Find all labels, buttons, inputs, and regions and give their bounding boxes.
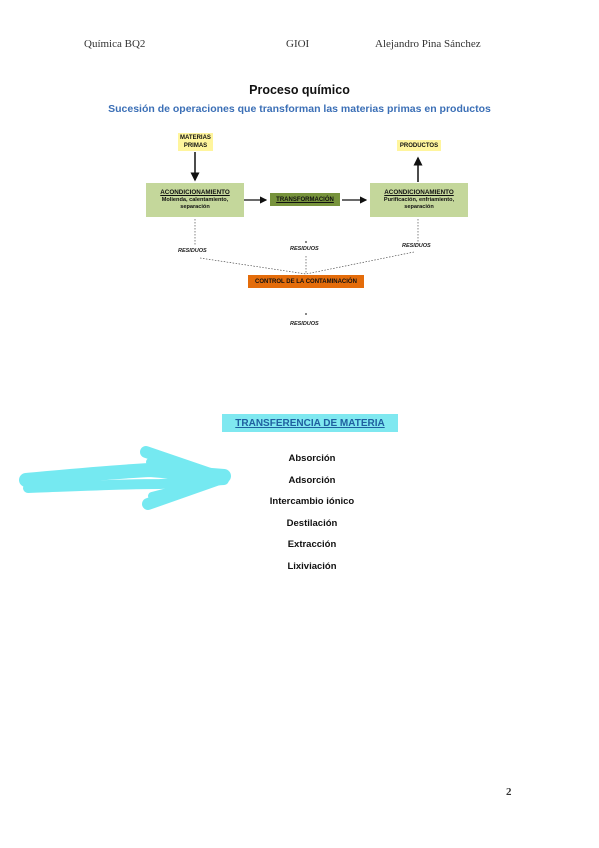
acond-right-title: ACONDICIONAMIENTO [384, 189, 454, 196]
transformacion-label: TRANSFORMACIÓN [276, 196, 334, 203]
acond-left-line1: Molienda, calentamiento, [161, 197, 229, 203]
header-subject: Química BQ2 [84, 38, 146, 50]
box-transformacion: TRANSFORMACIÓN [270, 193, 340, 206]
list-item: Destilación [286, 517, 338, 529]
list-item: Extracción [287, 539, 337, 550]
acond-left-line2: separación [180, 204, 210, 210]
box-control-contaminacion: CONTROL DE LA CONTAMINACIÓN [248, 275, 364, 288]
page-number: 2 [506, 786, 512, 798]
list-item: Absorción [288, 453, 336, 464]
dot-center [305, 241, 307, 243]
box-materias-primas: MATERIAS PRIMAS [178, 133, 213, 151]
box-acondicionamiento-right: ACONDICIONAMIENTO Purificación, enfriami… [370, 183, 468, 217]
box-productos: PRODUCTOS [397, 140, 441, 151]
acond-left-title: ACONDICIONAMIENTO [160, 189, 230, 196]
materias-primas-line2: PRIMAS [183, 143, 208, 149]
dashed-residuos-left-to-control [199, 257, 307, 275]
residuos-bottom: RESIDUOS [290, 321, 319, 327]
header-author: Alejandro Pina Sánchez [375, 38, 481, 50]
dashed-residuos-right-to-control [305, 251, 415, 275]
page-title: Proceso químico [249, 83, 350, 97]
list-item: Adsorción [288, 474, 336, 486]
acond-right-line2: separación [404, 204, 434, 210]
header-group: GIOI [286, 38, 310, 50]
materias-primas-line1: MATERIAS [180, 135, 211, 141]
productos-label: PRODUCTOS [399, 142, 439, 149]
box-acondicionamiento-left: ACONDICIONAMIENTO Molienda, calentamient… [146, 183, 244, 217]
acond-right-line1: Purificación, enfriamiento, [383, 197, 455, 203]
page-subtitle: Sucesión de operaciones que transforman … [108, 103, 491, 115]
transferencia-heading: TRANSFERENCIA DE MATERIA [222, 414, 398, 432]
residuos-left: RESIDUOS [178, 248, 207, 254]
residuos-center: RESIDUOS [290, 246, 319, 252]
transferencia-list: Absorción Adsorción Intercambio iónico D… [0, 452, 599, 581]
residuos-right: RESIDUOS [402, 243, 431, 249]
dot-bottom [305, 313, 307, 315]
list-item: Lixiviación [287, 560, 337, 572]
control-label: CONTROL DE LA CONTAMINACIÓN [255, 278, 357, 285]
list-item: Intercambio iónico [269, 496, 355, 507]
